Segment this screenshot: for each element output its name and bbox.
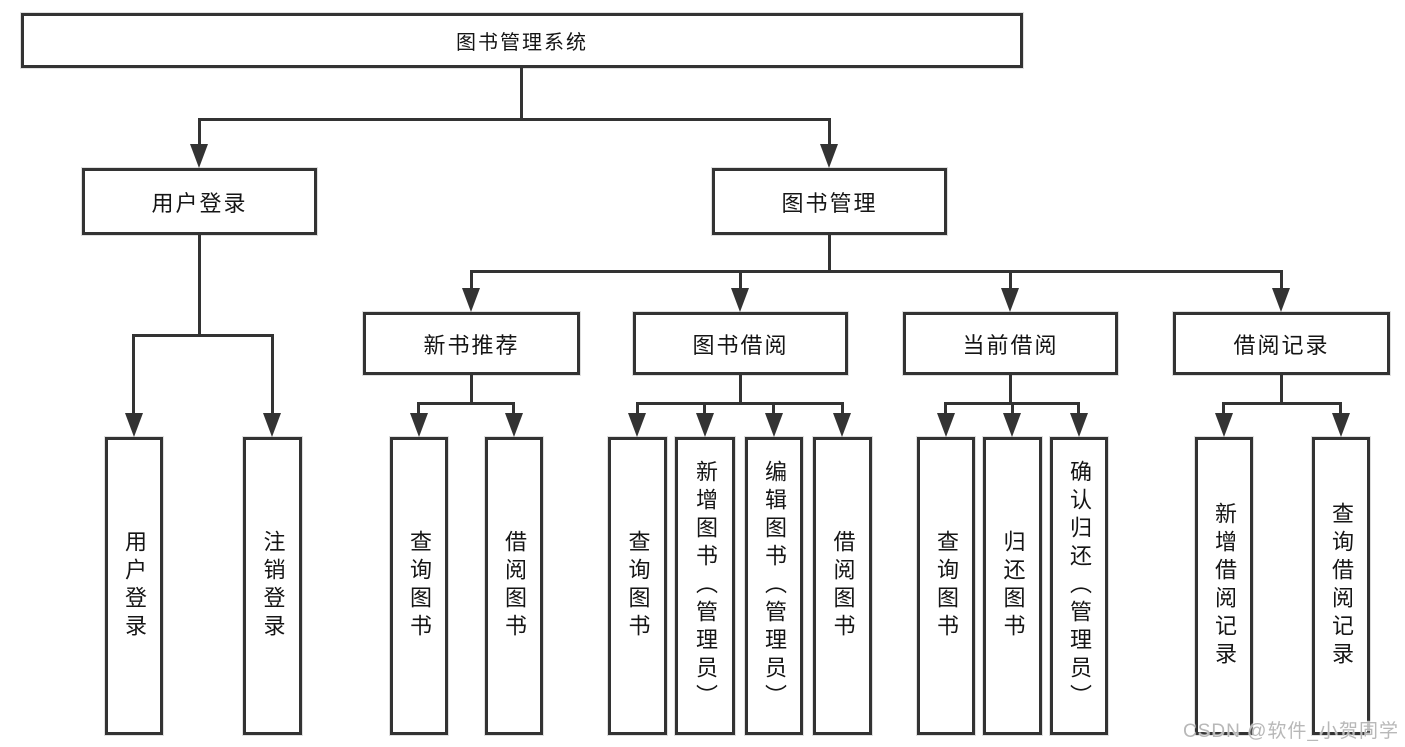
connector-drop <box>828 235 831 273</box>
leaf-logout: 注销登录 <box>243 437 302 735</box>
connector-stem <box>1077 402 1080 416</box>
connector-stem <box>703 402 706 416</box>
arrowhead-down-icon <box>696 413 714 437</box>
leaf-add-borrow-record: 新增借阅记录 <box>1195 437 1253 735</box>
leaf-confirm-return-admin: 确认归还（管理员） <box>1050 437 1108 735</box>
leaf-borrow-books: 借阅图书 <box>485 437 543 735</box>
connector-stem <box>944 402 947 416</box>
arrowhead-down-icon <box>1272 288 1290 312</box>
leaf-query-books: 查询图书 <box>390 437 448 735</box>
leaf-borrow-books: 借阅图书 <box>813 437 872 735</box>
arrowhead-down-icon <box>731 288 749 312</box>
node-borrowing-records: 借阅记录 <box>1173 312 1390 375</box>
connector-root-branch <box>198 118 831 121</box>
connector-drop <box>1280 375 1283 405</box>
connector-branch <box>636 402 844 405</box>
arrowhead-down-icon <box>1215 413 1233 437</box>
connector-drop <box>198 235 201 337</box>
arrowhead-down-icon <box>820 144 838 168</box>
connector-stem <box>828 118 831 148</box>
leaf-query-books: 查询图书 <box>608 437 667 735</box>
leaf-query-borrow-record: 查询借阅记录 <box>1312 437 1370 735</box>
connector-drop <box>1009 375 1012 405</box>
arrowhead-down-icon <box>1001 288 1019 312</box>
node-user-login: 用户登录 <box>82 168 317 235</box>
connector-stem <box>1222 402 1225 416</box>
connector-drop <box>470 375 473 405</box>
arrowhead-down-icon <box>462 288 480 312</box>
arrowhead-down-icon <box>1070 413 1088 437</box>
node-book-borrowing: 图书借阅 <box>633 312 848 375</box>
arrowhead-down-icon <box>833 413 851 437</box>
connector-stem <box>739 270 742 290</box>
leaf-edit-books-admin: 编辑图书（管理员） <box>745 437 803 735</box>
connector-stem <box>271 334 274 415</box>
arrowhead-down-icon <box>125 413 143 437</box>
arrowhead-down-icon <box>505 413 523 437</box>
connector-stem <box>470 270 473 290</box>
leaf-add-books-admin: 新增图书（管理员） <box>675 437 735 735</box>
connector-stem <box>1009 270 1012 290</box>
arrowhead-down-icon <box>628 413 646 437</box>
connector-root-drop <box>520 68 523 121</box>
arrowhead-down-icon <box>937 413 955 437</box>
connector-stem <box>512 402 515 416</box>
connector-stem <box>1011 402 1014 416</box>
connector-stem <box>841 402 844 416</box>
connector-stem <box>1280 270 1283 290</box>
connector-stem <box>1339 402 1342 416</box>
connector-stem <box>772 402 775 416</box>
connector-drop <box>739 375 742 405</box>
connector-stem <box>417 402 420 416</box>
arrowhead-down-icon <box>765 413 783 437</box>
arrowhead-down-icon <box>190 144 208 168</box>
leaf-query-books: 查询图书 <box>917 437 975 735</box>
connector-stem <box>198 118 201 148</box>
node-current-borrowing: 当前借阅 <box>903 312 1118 375</box>
leaf-return-books: 归还图书 <box>983 437 1042 735</box>
connector-branch <box>470 270 1283 273</box>
arrowhead-down-icon <box>410 413 428 437</box>
connector-stem <box>132 334 135 415</box>
node-library-management-system: 图书管理系统 <box>21 13 1023 68</box>
csdn-watermark: CSDN @软件_小贺同学 <box>1183 721 1399 742</box>
arrowhead-down-icon <box>1332 413 1350 437</box>
node-new-book-recommendation: 新书推荐 <box>363 312 580 375</box>
connector-branch <box>417 402 515 405</box>
node-book-management: 图书管理 <box>712 168 947 235</box>
connector-branch <box>1222 402 1342 405</box>
connector-branch <box>132 334 274 337</box>
connector-stem <box>636 402 639 416</box>
arrowhead-down-icon <box>1003 413 1021 437</box>
leaf-user-login: 用户登录 <box>105 437 163 735</box>
arrowhead-down-icon <box>263 413 281 437</box>
